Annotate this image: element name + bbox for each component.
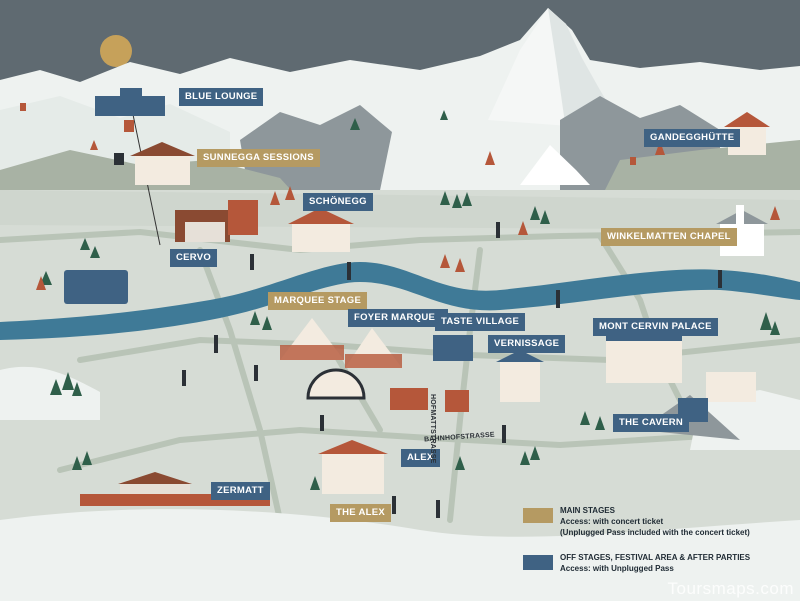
river [0,262,800,340]
gondola [124,120,134,132]
marquee-tents [280,318,402,400]
legend-main-stages: MAIN STAGES Access: with concert ticket … [523,505,798,538]
label-the-cavern[interactable]: THE CAVERN [613,414,690,432]
label-winkelmatten-chapel[interactable]: WINKELMATTEN CHAPEL [601,228,737,246]
label-vernissage[interactable]: VERNISSAGE [488,335,566,353]
label-mont-cervin-palace[interactable]: MONT CERVIN PALACE [593,318,718,336]
legend-main-access: Access: with concert ticket [560,517,664,526]
legend-main-note: (Unplugged Pass included with the concer… [560,528,750,537]
legend-off-stages: OFF STAGES, FESTIVAL AREA & AFTER PARTIE… [523,552,798,574]
legend-off-title: OFF STAGES, FESTIVAL AREA & AFTER PARTIE… [560,553,751,562]
label-cervo[interactable]: CERVO [170,249,218,267]
map-legend: MAIN STAGES Access: with concert ticket … [523,505,798,588]
sun-icon [100,35,132,67]
trees [40,110,780,490]
watermark: Toursmaps.com [667,579,794,598]
label-gandegghutte[interactable]: GANDEGGHÜTTE [644,129,741,147]
label-blue-lounge[interactable]: BLUE LOUNGE [179,88,264,106]
people [182,222,722,518]
label-taste-village[interactable]: TASTE VILLAGE [435,313,526,331]
gondola [114,153,124,165]
train [64,270,128,304]
label-sunnegga-sessions[interactable]: SUNNEGGA SESSIONS [197,149,320,167]
legend-main-title: MAIN STAGES [560,506,615,515]
label-foyer-marquee[interactable]: FOYER MARQUEE [348,309,448,327]
legend-swatch-main [523,508,553,523]
label-alex[interactable]: ALEX [401,449,440,467]
label-schonegg[interactable]: SCHÖNEGG [303,193,373,211]
legend-swatch-off [523,555,553,570]
label-marquee-stage[interactable]: MARQUEE STAGE [268,292,368,310]
label-zermatt[interactable]: ZERMATT [211,482,270,500]
legend-off-access: Access: with Unplugged Pass [560,564,674,573]
street-hofmattstrasse: HOFMATTSTRASSE [429,394,436,464]
skiers [20,103,636,165]
label-the-alex[interactable]: THE ALEX [330,504,392,522]
